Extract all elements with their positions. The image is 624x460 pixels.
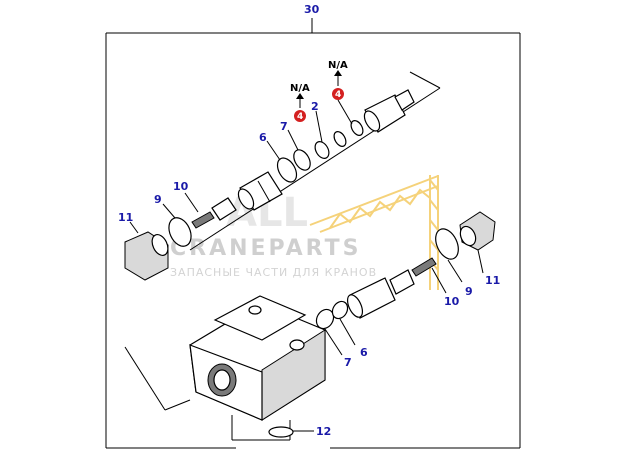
callout-2: 2 <box>311 100 319 113</box>
callout-9-left: 9 <box>154 193 162 206</box>
callout-11-left: 11 <box>118 211 133 224</box>
callout-6-top: 6 <box>259 131 267 144</box>
watermark-brand: CRANEPARTS <box>170 236 362 261</box>
callout-10-left: 10 <box>173 180 189 193</box>
badge-4-right-text: 4 <box>335 90 341 100</box>
na-label-right: N/A <box>328 60 348 71</box>
watermark-crane-icon <box>309 175 439 290</box>
arrow-up-icon <box>296 93 304 99</box>
na-label-left: N/A <box>290 83 310 94</box>
badge-4-right <box>332 88 344 100</box>
upper-poppet <box>211 197 237 221</box>
part-2-ring <box>314 141 330 159</box>
callout-6-bottom: 6 <box>360 346 368 359</box>
watermark: ALL CRANEPARTS ЗАПАСНЫЕ ЧАСТИ ДЛЯ КРАНОВ <box>170 175 439 290</box>
valve-body <box>124 295 326 441</box>
callout-7-bottom: 7 <box>344 356 352 369</box>
part-9-oring-left <box>168 217 192 247</box>
part-6-ring-lower <box>331 300 349 320</box>
badge-4-left <box>294 110 306 122</box>
part-7-ring-top <box>293 149 311 171</box>
na-group-right: N/A 4 <box>328 60 353 125</box>
part-4-ring-a <box>333 131 347 147</box>
upper-pilot-cartridge <box>363 89 415 133</box>
lower-cartridge <box>346 257 437 319</box>
na-group-left: N/A 4 <box>290 83 310 122</box>
callout-7-top: 7 <box>280 120 288 133</box>
badge-4-left-text: 4 <box>297 112 303 122</box>
part-7-ring-lower <box>315 308 335 330</box>
part-6-ring-top <box>276 157 298 183</box>
callout-9-right: 9 <box>465 285 473 298</box>
watermark-tagline: ЗАПАСНЫЕ ЧАСТИ ДЛЯ КРАНОВ <box>170 266 377 279</box>
callout-12: 12 <box>316 425 331 438</box>
part-11-plug-left <box>124 231 169 281</box>
arrow-up-icon <box>334 70 342 76</box>
upper-sleeve <box>237 171 283 211</box>
part-11-plug-right <box>459 211 496 251</box>
callout-11-right: 11 <box>485 274 500 287</box>
part-12-oring <box>268 426 294 438</box>
part-10-spring-left <box>191 211 215 229</box>
callout-10-right: 10 <box>444 295 460 308</box>
assembly-number: 30 <box>304 3 320 16</box>
part-9-oring-right <box>435 228 459 260</box>
part-4-ring-b <box>350 120 364 136</box>
assembly-frame <box>105 18 521 449</box>
